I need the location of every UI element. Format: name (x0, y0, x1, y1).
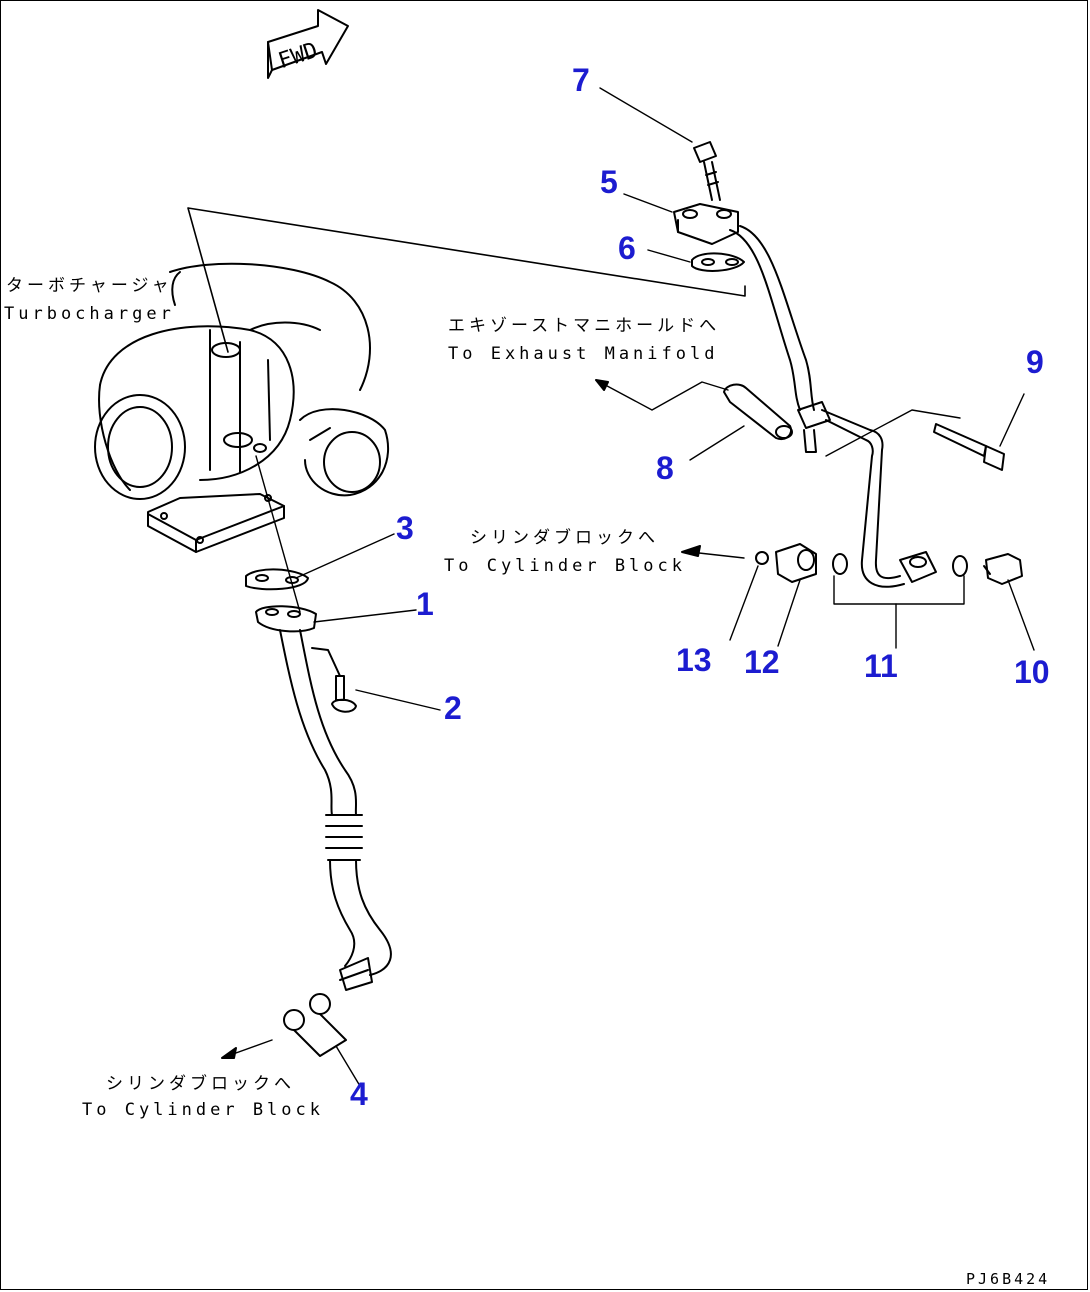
fittings-row (681, 543, 1035, 651)
exhaust-label-en: To Exhaust Manifold (448, 344, 719, 364)
gasket-3 (245, 568, 309, 591)
callout-6: 6 (618, 230, 636, 266)
bolt-7 (599, 87, 721, 201)
cylinder-block-label-jp-1: シリンダブロックへ (470, 528, 659, 548)
joint-12 (775, 543, 817, 583)
turbocharger-label-jp: ターボチャージャ (6, 276, 173, 296)
leader-3 (295, 533, 395, 579)
cylinder-block-label-en-2: To Cylinder Block (82, 1100, 324, 1120)
seals-4 (221, 993, 361, 1087)
callout-7: 7 (572, 62, 590, 98)
callout-5: 5 (600, 164, 618, 200)
tube-leader (255, 455, 301, 613)
plug-10 (983, 553, 1035, 651)
gasket-6 (647, 249, 745, 272)
cylinder-block-label-en-1: To Cylinder Block (444, 556, 686, 576)
turbo-leader-line (187, 207, 746, 353)
oil-drain-tube (255, 605, 392, 991)
callout-8: 8 (656, 450, 674, 486)
seal-11a (832, 553, 848, 575)
bolt-2 (311, 647, 357, 713)
callout-10: 10 (1014, 654, 1050, 690)
seal-13 (755, 551, 769, 565)
turbocharger-label-en: Turbocharger (4, 304, 175, 324)
callout-11: 11 (864, 648, 898, 684)
fwd-label: FWD (275, 38, 321, 74)
oil-inlet-tube (729, 225, 961, 588)
flange-5 (623, 193, 739, 245)
leader-1 (313, 609, 417, 623)
sleeve-8 (595, 379, 793, 461)
drawing-code: PJ6B424 (966, 1270, 1051, 1288)
callout-2: 2 (444, 690, 462, 726)
fwd-arrow: FWD (267, 9, 349, 79)
callout-1: 1 (416, 586, 434, 622)
turbocharger (94, 262, 390, 553)
leader-2 (355, 689, 441, 711)
exhaust-label-jp: エキゾーストマニホールドへ (448, 316, 721, 336)
callout-9: 9 (1026, 344, 1044, 380)
callout-12: 12 (744, 644, 780, 680)
bolt-9 (933, 393, 1025, 471)
callout-3: 3 (396, 510, 414, 546)
callout-13: 13 (676, 642, 712, 678)
callout-4: 4 (350, 1076, 368, 1112)
seal-11b (952, 555, 968, 577)
cylinder-block-label-jp-2: シリンダブロックへ (106, 1074, 295, 1094)
